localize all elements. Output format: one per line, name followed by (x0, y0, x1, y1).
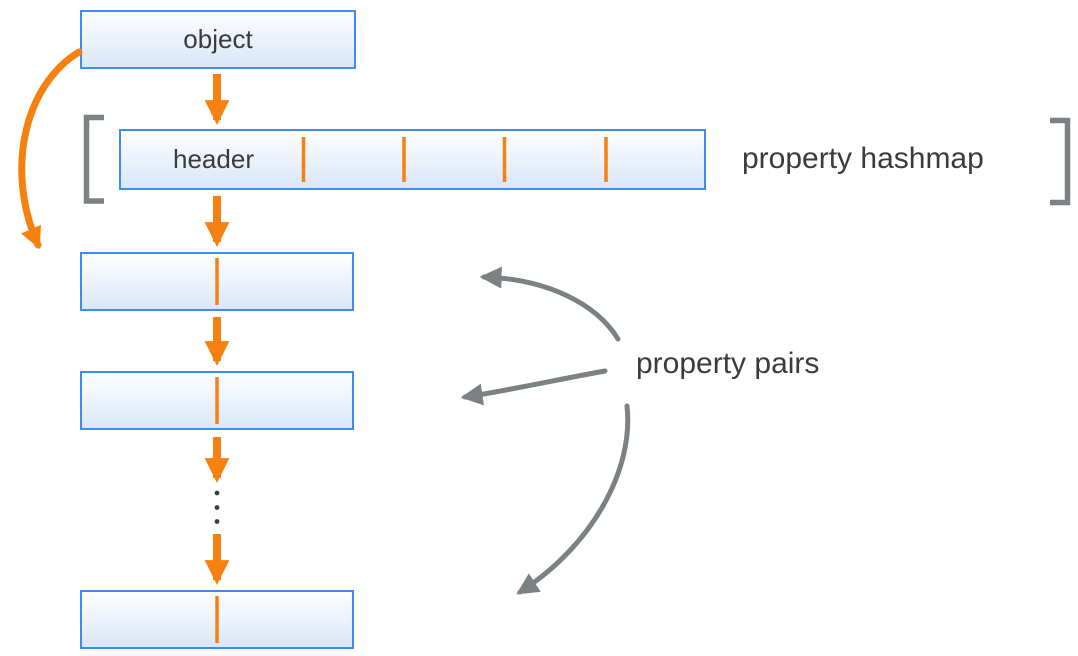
curved-arrow-object-to-pairs (18, 48, 83, 249)
object-label: object (183, 24, 253, 54)
ellipsis-dot-1 (214, 490, 220, 496)
hashmap-label: property hashmap (742, 142, 984, 175)
gray-arrow-to-pair1 (479, 266, 621, 342)
ellipsis-dot-3 (214, 519, 220, 524)
hashmap-header-label: header (173, 144, 254, 174)
property-pair-box-1 (80, 252, 354, 311)
left-bracket (83, 114, 104, 204)
object-box: object (80, 10, 356, 69)
property-pair-box-3 (80, 590, 354, 649)
gray-arrow-to-pair2 (460, 368, 608, 406)
right-bracket (1050, 117, 1071, 206)
pairs-label: property pairs (636, 347, 820, 380)
ellipsis-dot-2 (214, 505, 220, 510)
gray-arrow-to-pair3 (516, 403, 631, 595)
property-pair-box-2 (80, 371, 354, 430)
ellipsis-dots (214, 490, 220, 524)
property-hashmap-box: header (119, 129, 706, 190)
